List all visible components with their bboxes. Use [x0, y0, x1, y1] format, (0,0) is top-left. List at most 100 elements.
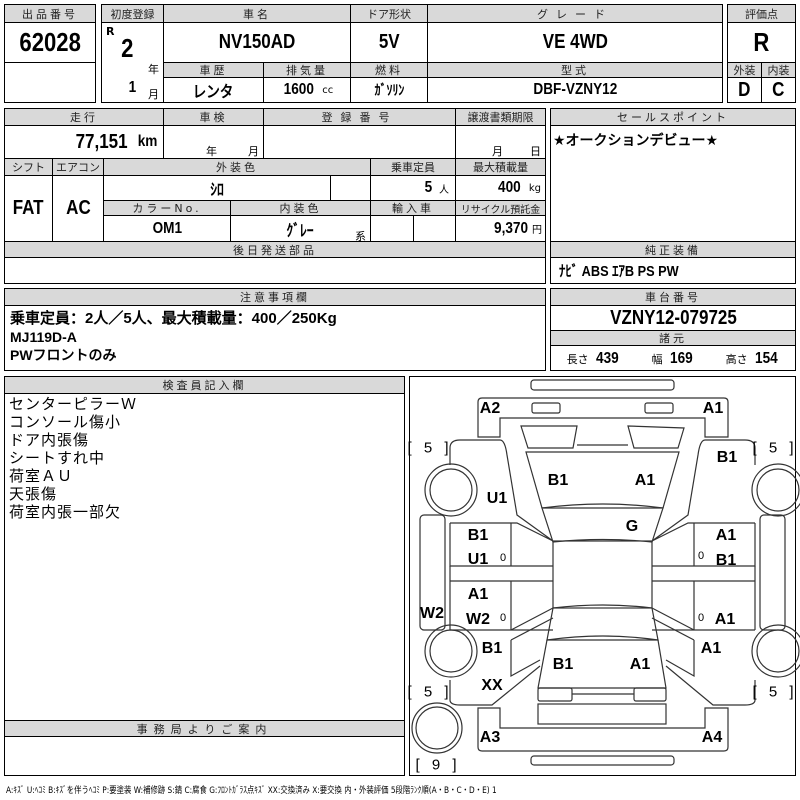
inspection-label: 車検	[163, 108, 264, 126]
mileage: 77,151 km	[4, 125, 164, 159]
damage-mark: 0	[697, 550, 705, 562]
damage-mark: A1	[700, 640, 722, 657]
width-label: 幅	[651, 353, 663, 366]
era: R	[106, 25, 115, 38]
reg-year: 2	[121, 33, 134, 63]
damage-mark: G	[625, 518, 639, 535]
displacement-unit: cc	[322, 84, 334, 96]
tire-tread: [ 5 ]	[407, 683, 453, 701]
transfer-month-unit: 月	[492, 145, 503, 158]
damage-mark: A1	[634, 472, 656, 489]
ext-label: 外装	[727, 62, 762, 78]
ext-score-value: D	[738, 78, 751, 101]
sales-point: ★オークションデビュー★	[550, 125, 796, 242]
int-color-unit: 系	[355, 230, 366, 242]
damage-mark: U1	[486, 490, 508, 507]
inspection-month-unit: 月	[248, 145, 259, 158]
damage-mark: U1	[467, 551, 489, 568]
displacement: 1600 cc	[263, 77, 351, 103]
height-label: 高さ	[725, 353, 748, 366]
score-label: 評価点	[727, 4, 796, 23]
fuel: ｶﾞｿﾘﾝ	[350, 77, 428, 103]
aircon: AC	[52, 175, 104, 242]
int-color-value: ｸﾞﾚｰ	[286, 222, 315, 240]
ext-color-value: ｼﾛ	[210, 182, 224, 199]
tire-tread: [ 5 ]	[407, 439, 453, 457]
score-value: R	[753, 27, 770, 57]
damage-mark: A1	[467, 586, 489, 603]
int-score-value: C	[772, 78, 785, 101]
specs: 長さ 439 幅 169 高さ 154	[550, 345, 796, 371]
spare-tire-tread: [ 9 ]	[415, 756, 461, 774]
inspector-text: センターピラーＷ コンソール傷小 ドア内張傷 シートすれ中 荷室ＡＵ 天張傷 荷…	[9, 396, 138, 521]
notes-line: 乗車定員：2人／5人、最大積載量：400／250Kg	[10, 310, 337, 327]
mileage-value: 77,151	[75, 130, 128, 153]
tire-tread: [ 5 ]	[752, 683, 798, 701]
damage-mark: 0	[697, 612, 705, 624]
ext-score: D	[727, 77, 762, 103]
inspection-year-unit: 年	[206, 145, 217, 158]
displacement-value: 1600	[283, 81, 314, 98]
door: 5V	[350, 22, 428, 63]
fuel-value: ｶﾞｿﾘﾝ	[374, 82, 404, 98]
model: DBF-VZNY12	[427, 77, 723, 103]
year-unit: 年	[148, 63, 159, 76]
max-load-label: 最大積載量	[455, 158, 546, 176]
office-notes	[4, 736, 405, 776]
damage-mark: A1	[629, 656, 651, 673]
capacity-label: 乗車定員	[370, 158, 456, 176]
grade: VE 4WD	[427, 22, 723, 63]
shift-value: FAT	[13, 197, 44, 219]
grade-value: VE 4WD	[542, 31, 608, 53]
later-parts-label: 後日発送部品	[4, 241, 546, 258]
max-load-value: 400	[498, 179, 521, 196]
chassis-label: 車台番号	[550, 288, 796, 306]
length-value: 439	[595, 350, 619, 367]
sales-point-value: ★オークションデビュー★	[553, 133, 719, 149]
damage-mark: A2	[479, 400, 501, 417]
score: R	[727, 22, 796, 63]
car-name: NV150AD	[163, 22, 351, 63]
damage-mark: B1	[467, 527, 489, 544]
history-value: レンタ	[193, 84, 234, 101]
damage-mark: B1	[716, 449, 738, 466]
ext-color: ｼﾛ	[103, 175, 331, 201]
damage-mark: A1	[702, 400, 724, 417]
equipment-value: ﾅﾋﾞ ABS ｴｱB PS PW	[559, 263, 679, 280]
model-value: DBF-VZNY12	[533, 81, 617, 98]
damage-mark: 0	[499, 552, 507, 564]
inspector-notes: センターピラーＷ コンソール傷小 ドア内張傷 シートすれ中 荷室ＡＵ 天張傷 荷…	[4, 393, 405, 721]
notes: 乗車定員：2人／5人、最大積載量：400／250Kg MJ119D-A PWフロ…	[4, 305, 546, 371]
aircon-label: エアコン	[52, 158, 104, 176]
int-score: C	[761, 77, 796, 103]
tire-tread: [ 5 ]	[752, 439, 798, 457]
car-name-value: NV150AD	[218, 31, 296, 53]
length-label: 長さ	[566, 353, 589, 366]
max-load-unit: kg	[528, 182, 541, 194]
int-color: ｸﾞﾚｰ 系	[230, 215, 371, 242]
grade-label: グレード	[427, 4, 723, 23]
lot-number-value: 62028	[19, 27, 81, 57]
capacity-unit: 人	[439, 184, 449, 196]
damage-mark: B1	[715, 552, 737, 569]
door-value: 5V	[378, 31, 400, 53]
color-no-value: OM1	[152, 219, 182, 237]
damage-mark: 0	[499, 612, 507, 624]
history: レンタ	[163, 77, 264, 103]
height-value: 154	[754, 350, 778, 367]
capacity-value: 5	[424, 179, 433, 196]
recycle-value: 9,370	[493, 219, 528, 237]
damage-mark: XX	[481, 677, 503, 694]
damage-mark: W2	[466, 611, 490, 628]
legend: A:ｷｽﾞ U:ﾍｺﾐ B:ｷｽﾞを伴うﾍｺﾐ P:要塗装 W:補修跡 S:錆 …	[6, 786, 497, 796]
transfer-day-unit: 日	[530, 145, 541, 158]
recycle-unit: 円	[532, 225, 542, 236]
mileage-unit: km	[137, 133, 158, 150]
equipment: ﾅﾋﾞ ABS ｴｱB PS PW	[550, 257, 796, 284]
later-parts	[4, 257, 546, 284]
notes-line: MJ119D-A	[10, 329, 77, 345]
chassis-value: VZNY12-079725	[609, 306, 737, 329]
damage-mark: A1	[715, 527, 737, 544]
damage-mark: B1	[547, 472, 569, 489]
